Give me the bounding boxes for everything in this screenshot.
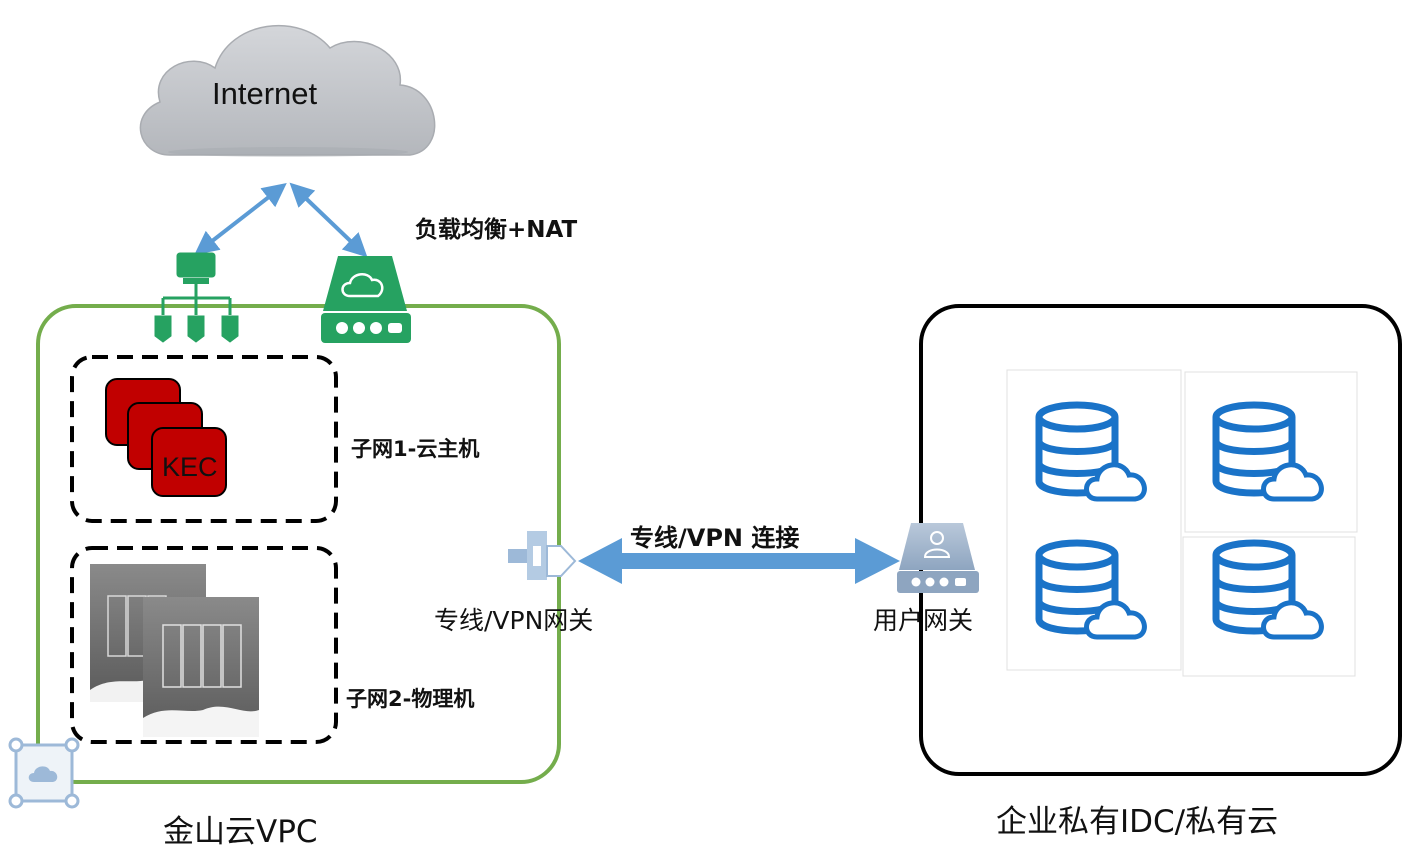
database-cloud-icon (1035, 401, 1147, 502)
internet-to-nat-arrow (289, 182, 368, 258)
nat-gateway-icon (321, 256, 411, 343)
connection-label: 专线/VPN 连接 (630, 524, 800, 552)
subnet1-box (70, 355, 338, 523)
vpn-connection-arrow (578, 538, 900, 584)
user-gateway-label: 用户网关 (873, 606, 974, 635)
database-cloud-icon (1212, 539, 1324, 640)
vpn-gateway-icon (508, 531, 577, 580)
internet-to-switch-arrow (194, 183, 287, 255)
database-cloud-icon (1212, 401, 1324, 502)
internet-label: Internet (212, 76, 318, 111)
database-cloud-icon (1035, 539, 1147, 640)
idc-panel-3 (1182, 536, 1356, 677)
internet-cloud-icon (139, 25, 436, 157)
subnet2-box (70, 546, 338, 744)
load-balancer-switch-icon (154, 252, 239, 343)
user-gateway-icon (897, 523, 979, 593)
vpc-label: 金山云VPC (163, 814, 318, 850)
subnet2-label: 子网2-物理机 (346, 687, 475, 711)
subnet1-label: 子网1-云主机 (351, 437, 480, 461)
vpc-container (36, 304, 561, 784)
physical-server-front-icon (143, 597, 259, 737)
load-balancer-label: 负载均衡+NAT (415, 217, 578, 243)
kec-label: KEC (162, 452, 218, 482)
vpc-icon (8, 737, 80, 809)
idc-label: 企业私有IDC/私有云 (996, 804, 1279, 840)
vpn-gateway-label: 专线/VPN网关 (434, 606, 594, 635)
kec-instances-icon (105, 378, 227, 497)
